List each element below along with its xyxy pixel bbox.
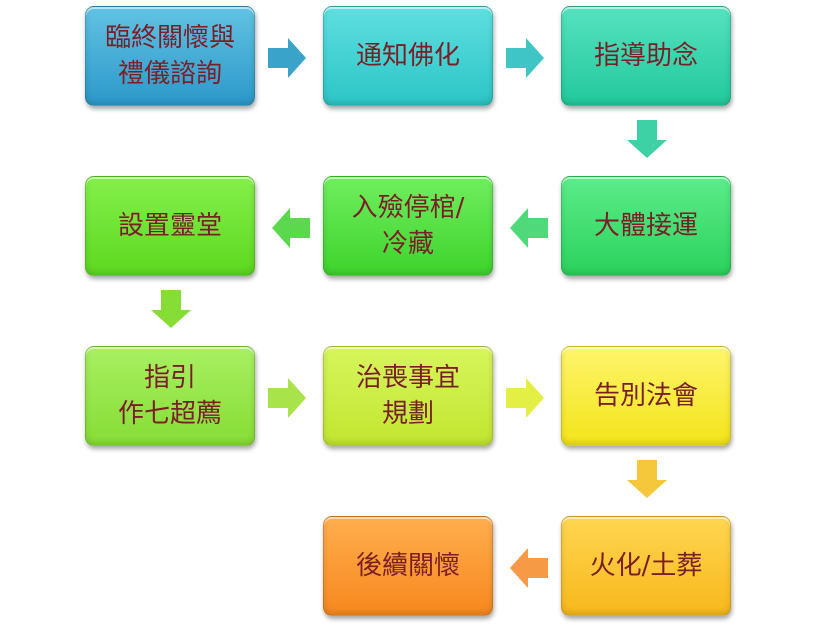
step-10-cremation-burial: 火化/土葬 bbox=[561, 516, 731, 616]
step-1-end-of-life-consultation: 臨終關懷與 禮儀諮詢 bbox=[85, 6, 255, 106]
step-label: 後續關懷 bbox=[355, 551, 460, 581]
step-8-funeral-planning: 治喪事宜 規劃 bbox=[323, 346, 493, 446]
arrow-right-icon bbox=[268, 378, 306, 418]
arrow-left-icon bbox=[510, 548, 548, 588]
step-9-farewell-ceremony: 告別法會 bbox=[561, 346, 731, 446]
arrow-left-icon bbox=[510, 208, 548, 248]
step-3-guided-chanting: 指導助念 bbox=[561, 6, 731, 106]
arrow-down-icon bbox=[151, 290, 191, 328]
arrow-down-icon bbox=[627, 460, 667, 498]
step-label: 告別法會 bbox=[593, 381, 698, 411]
step-label: 指導助念 bbox=[593, 41, 698, 71]
arrow-right-icon bbox=[506, 378, 544, 418]
step-label: 入殮停棺/ 冷藏 bbox=[351, 193, 465, 259]
arrow-left-icon bbox=[272, 208, 310, 248]
step-label: 臨終關懷與 禮儀諮詢 bbox=[104, 23, 235, 89]
arrow-right-icon bbox=[506, 38, 544, 78]
step-label: 治喪事宜 規劃 bbox=[355, 363, 460, 429]
arrow-down-icon bbox=[627, 120, 667, 158]
step-7-seventh-day-rites: 指引 作七超薦 bbox=[85, 346, 255, 446]
arrow-right-icon bbox=[268, 38, 306, 78]
step-label: 設置靈堂 bbox=[117, 211, 222, 241]
step-label: 大體接運 bbox=[593, 211, 698, 241]
step-label: 火化/土葬 bbox=[589, 551, 703, 581]
step-label: 通知佛化 bbox=[355, 41, 460, 71]
step-11-follow-up-care: 後續關懷 bbox=[323, 516, 493, 616]
step-label: 指引 作七超薦 bbox=[117, 363, 222, 429]
step-2-notify-buddhist-service: 通知佛化 bbox=[323, 6, 493, 106]
step-4-body-transport: 大體接運 bbox=[561, 176, 731, 276]
step-6-set-up-memorial-hall: 設置靈堂 bbox=[85, 176, 255, 276]
step-5-encoffining-refrigeration: 入殮停棺/ 冷藏 bbox=[323, 176, 493, 276]
